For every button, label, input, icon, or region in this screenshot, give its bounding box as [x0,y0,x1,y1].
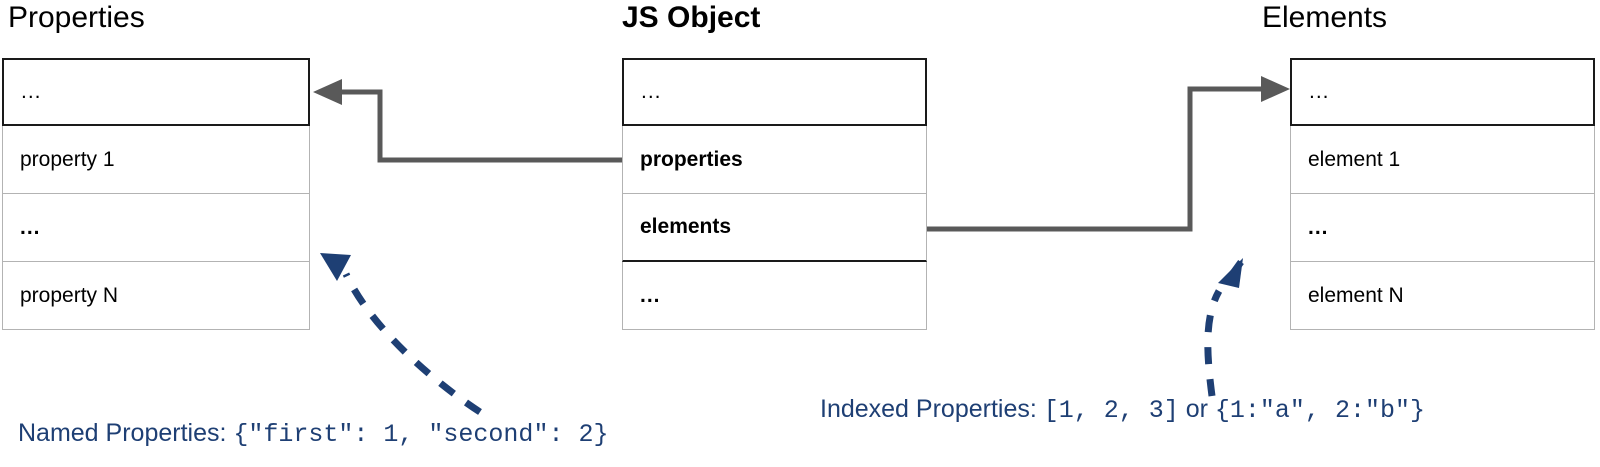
table-row: element 1 [1290,126,1595,194]
row-label: ... [20,215,41,239]
table-row: ... [2,58,310,126]
table-row: ... [1290,58,1595,126]
named-properties-label: Named Properties: [18,419,227,447]
table-row-properties: properties [622,126,927,194]
named-properties-code: {"first": 1, "second": 2} [233,420,609,449]
row-label: property 1 [20,147,115,171]
named-properties-callout-arrow [320,253,482,415]
row-label: element 1 [1308,147,1401,171]
table-row: ... [622,58,927,126]
js-object-column-heading: JS Object [622,1,761,34]
indexed-properties-conjunction: or [1185,395,1208,423]
elements-table: ... element 1 ... element N [1290,58,1595,330]
table-row: property N [2,262,310,330]
properties-pointer-arrow [313,79,622,163]
table-row-elements: elements [622,194,927,262]
row-label: ... [21,80,42,103]
row-label: ... [1309,80,1330,103]
row-label: ... [640,283,661,307]
table-row: ... [1290,194,1595,262]
indexed-properties-caption: Indexed Properties: [1, 2, 3] or {1:"a",… [820,394,1425,426]
elements-pointer-arrow [927,76,1290,232]
properties-table: ... property 1 ... property N [2,58,310,330]
table-row: element N [1290,262,1595,330]
table-row: ... [2,194,310,262]
row-label: element N [1308,283,1404,307]
row-label: ... [1308,215,1329,239]
indexed-properties-code-array: [1, 2, 3] [1043,396,1179,425]
indexed-properties-code-object: {1:"a", 2:"b"} [1214,396,1425,425]
indexed-properties-callout-arrow [1204,258,1244,397]
row-label: property N [20,283,119,307]
elements-column-heading: Elements [1262,1,1388,34]
indexed-properties-label: Indexed Properties: [820,395,1037,423]
properties-column-heading: Properties [8,1,145,34]
row-label: elements [640,215,732,238]
row-label: ... [641,80,662,103]
table-row: property 1 [2,126,310,194]
named-properties-caption: Named Properties: {"first": 1, "second":… [18,418,608,450]
js-object-table: ... properties elements ... [622,58,927,330]
table-row: ... [622,262,927,330]
row-label: properties [640,147,743,171]
